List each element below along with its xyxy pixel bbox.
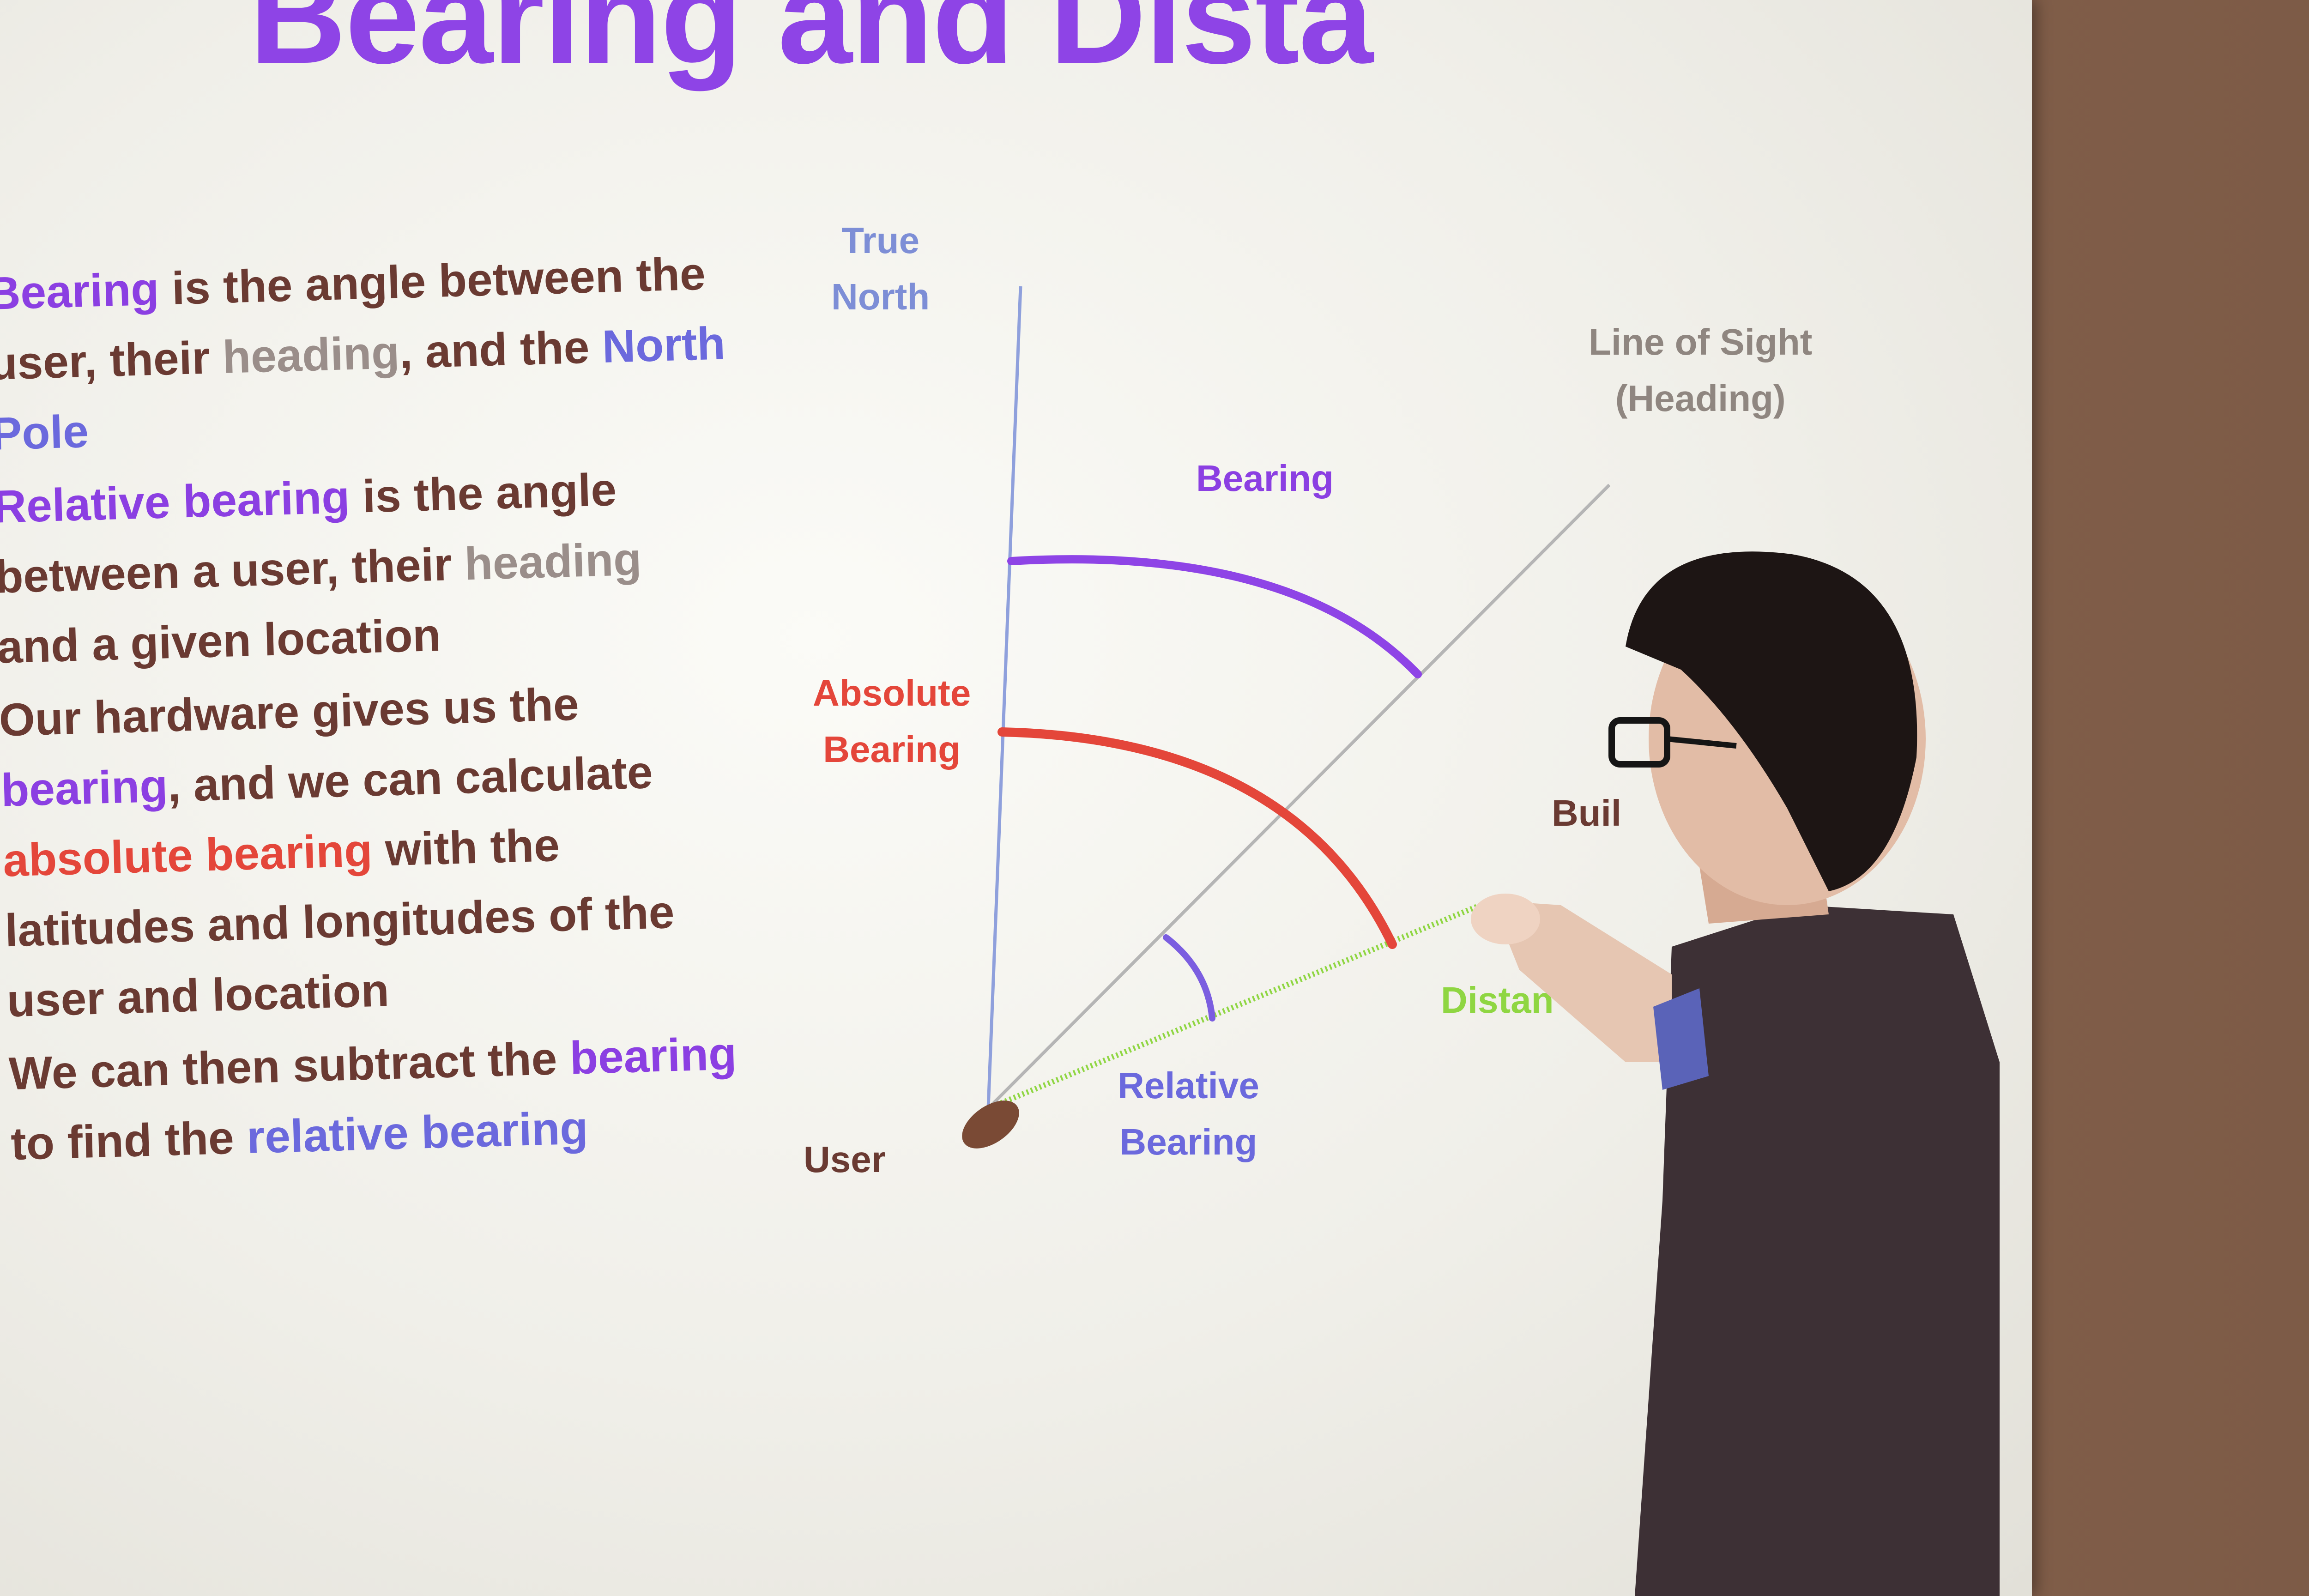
distance-line xyxy=(987,898,1493,1111)
bearing-diagram xyxy=(962,286,1611,1149)
label-line: Line of Sight xyxy=(1589,321,1813,363)
label-line: Bearing xyxy=(823,729,961,770)
bearing-arc xyxy=(1007,555,1422,678)
slide-title: Bearing and Dista xyxy=(249,0,1373,91)
relative-bearing-arc xyxy=(1163,934,1215,1022)
user-label: User xyxy=(804,1139,886,1180)
bearing-label: Bearing xyxy=(1196,458,1334,499)
line-of-sight-label: Line of Sight (Heading) xyxy=(1589,314,1812,427)
presenter-arm xyxy=(1492,901,1672,1062)
relative-bearing-label: Relative Bearing xyxy=(1118,1058,1259,1170)
label-line: Relative xyxy=(1118,1065,1259,1106)
presenter-shirt xyxy=(1635,905,2000,1596)
absolute-bearing-arc xyxy=(997,727,1397,949)
building-label: Buil xyxy=(1552,792,1622,834)
absolute-bearing-label: Absolute Bearing xyxy=(813,665,971,778)
true-north-label: True North xyxy=(831,212,930,325)
label-line: North xyxy=(831,276,930,317)
line-of-sight-line xyxy=(987,484,1611,1110)
glasses-icon xyxy=(1608,717,1670,768)
presenter-cuff xyxy=(1653,988,1709,1090)
distance-label: Distan xyxy=(1441,979,1554,1021)
true-north-line xyxy=(986,286,1022,1109)
label-line: True xyxy=(841,220,920,261)
user-marker xyxy=(962,1100,1019,1149)
label-line: Absolute xyxy=(813,672,971,713)
glasses-arm xyxy=(1667,736,1737,749)
label-line: Bearing xyxy=(1119,1121,1257,1162)
label-line: (Heading) xyxy=(1615,378,1786,419)
presenter-hair xyxy=(1626,551,1917,891)
presenter-hand xyxy=(1471,894,1540,944)
